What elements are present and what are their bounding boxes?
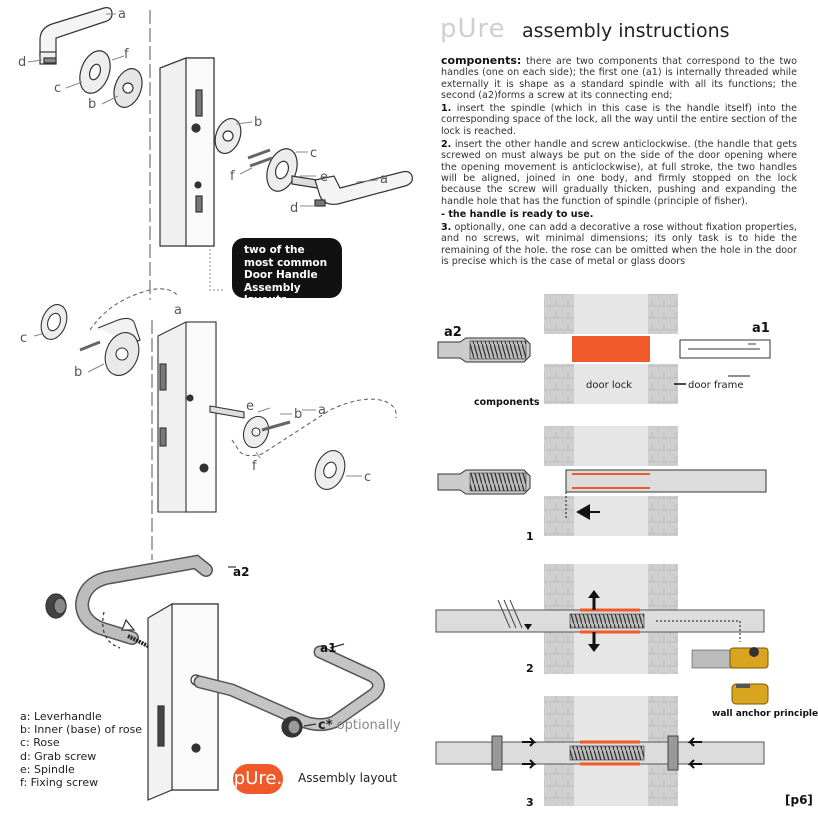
components-text: there are two components that correspond…	[441, 56, 797, 101]
step3-text: optionally, one can add a decorative a r…	[441, 222, 797, 268]
optionally-label: optionally	[336, 718, 401, 733]
section-label-a1: a1	[752, 321, 770, 336]
label-a1-bottom: a1	[320, 641, 336, 655]
section-diagrams: a2 a1 door lock door frame components 1	[435, 294, 818, 809]
panel-components	[437, 294, 771, 404]
legend-item: f: Fixing screw	[20, 776, 99, 790]
bottom-part-labels: a2 a1	[233, 565, 336, 655]
step-1-label: 1	[526, 530, 534, 543]
exploded-drawings: a d c b f b c e f a d	[18, 7, 413, 801]
components-heading: components:	[441, 54, 522, 67]
components-label: components	[474, 397, 540, 408]
part-label-f-top1: f	[124, 47, 129, 62]
part-label-d-top1: d	[18, 55, 26, 70]
part-label-b-mid2: b	[294, 407, 302, 422]
part-label-c-top1: c	[54, 81, 61, 96]
part-label-b-mid1: b	[74, 365, 82, 380]
part-label-a-mid2: a	[318, 403, 326, 418]
legend-item: d: Grab screw	[20, 749, 97, 763]
step2-number: 2.	[441, 139, 452, 151]
legend-item: a: Leverhandle	[20, 710, 102, 723]
step-2-label: 2	[526, 662, 534, 675]
part-label-a-top1: a	[118, 7, 126, 22]
part-label-c-mid2: c	[364, 470, 371, 485]
part-label-f-mid2: f	[252, 459, 257, 474]
label-a2-bottom: a2	[233, 565, 249, 579]
legend-item: c: Rose	[20, 736, 60, 750]
section-label-a2: a2	[444, 325, 462, 340]
middle-part-labels: a c b e b a f c	[20, 303, 371, 485]
part-label-f-top2: f	[230, 169, 235, 184]
top-assembly-drawing	[39, 7, 413, 247]
part-label-a-top2: a	[380, 172, 388, 187]
panel-step-1	[437, 426, 767, 536]
part-label-e-top2: e	[320, 170, 328, 185]
parts-legend: a: Leverhandle b: Inner (base) of rose c…	[20, 710, 142, 789]
wall-anchor-label: wall anchor principle	[712, 709, 818, 719]
assembly-layout-caption: Assembly layout	[298, 771, 398, 785]
pure-logo-badge: pUre.	[233, 764, 283, 794]
step1-number: 1.	[441, 103, 452, 115]
door-frame-label: door frame	[688, 380, 744, 391]
ready-text: - the handle is ready to use.	[441, 208, 594, 220]
bottom-pure-drawing	[45, 554, 385, 801]
part-label-e-mid2: e	[246, 399, 254, 414]
legend-item: e: Spindle	[20, 762, 75, 776]
c-star-label: c*	[318, 718, 333, 733]
part-label-b-top1: b	[88, 97, 96, 112]
door-lock-label: door lock	[586, 380, 632, 391]
page-title: assembly instructions	[522, 20, 730, 42]
step3-number: 3.	[441, 222, 452, 234]
step-3-label: 3	[526, 796, 534, 809]
pure-logo: pUre	[440, 14, 506, 44]
top-part-labels: a d c b f b c e f a d	[18, 7, 388, 216]
step1-text: insert the spindle (which in this case i…	[441, 103, 797, 137]
step2-text: insert the other handle and screw anticl…	[441, 139, 797, 207]
part-label-c-mid1: c	[20, 331, 27, 346]
middle-assembly-drawing	[40, 288, 397, 513]
layouts-callout: two of the most common Door Handle Assem…	[232, 238, 342, 306]
part-label-b-top2: b	[254, 115, 262, 130]
optional-rose-note: c* optionally	[318, 718, 401, 733]
instructions-text: components: there are two components tha…	[441, 55, 797, 269]
panel-step-3	[435, 696, 765, 806]
legend-item: b: Inner (base) of rose	[20, 723, 143, 737]
part-label-a-mid1: a	[174, 303, 182, 318]
part-label-c-top2: c	[310, 146, 317, 161]
panel-step-2	[435, 564, 769, 705]
page-number: [p6]	[785, 793, 813, 807]
part-label-d-top2: d	[290, 201, 298, 216]
